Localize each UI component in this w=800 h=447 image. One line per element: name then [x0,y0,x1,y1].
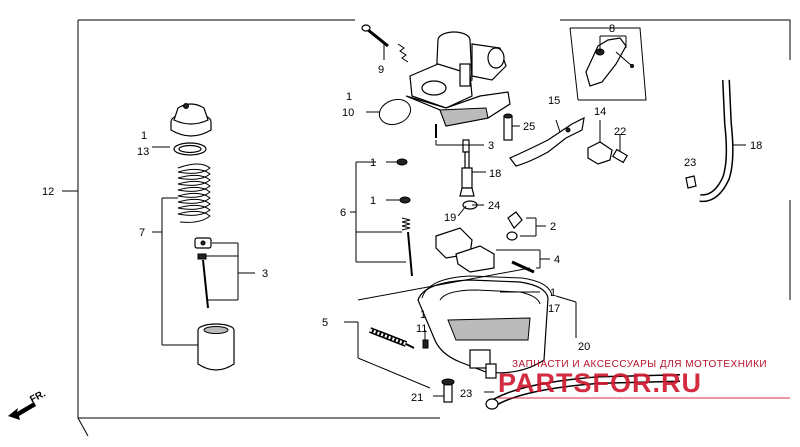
middle-leaders [344,44,577,397]
callout-23-right: 23 [684,157,696,169]
needle-clip [194,237,212,260]
callout-14: 14 [594,106,606,118]
callout-19: 19 [444,212,456,224]
callout-25: 25 [523,121,535,133]
choke-lever [509,116,585,167]
callout-1-oring: 1 [346,91,352,103]
slide-spring [177,163,211,223]
callout-3-mid: 3 [488,140,494,152]
float-pin-block [435,227,535,274]
pilot-screw-set [396,158,413,277]
drain-tube [485,374,681,410]
callout-7: 7 [139,227,145,239]
throttle-slide [197,323,235,371]
callout-12: 12 [42,186,54,198]
callout-1-bowl: 1 [550,287,556,299]
callout-1-b: 1 [370,195,376,207]
callout-9: 9 [378,64,384,76]
air-screw [368,327,429,349]
front-direction-arrow-icon: FR. [8,388,48,420]
callout-17: 17 [548,303,560,315]
needle-jet-holder [503,113,513,141]
direction-label: FR. [28,388,48,405]
callout-6: 6 [340,207,346,219]
callout-8: 8 [609,23,615,35]
callout-3-left: 3 [262,268,268,280]
drain-screw [441,378,455,403]
float-bowl [417,279,549,379]
diagram-frame [77,19,791,437]
callout-13: 13 [137,146,149,158]
screw-22 [611,134,629,164]
callout-4: 4 [554,254,560,266]
throttle-stop-screw [361,24,409,63]
throttle-cap [170,103,212,137]
callout-11: 11 [416,323,427,335]
callout-1-needle: 1 [420,309,426,321]
left-leaders [62,146,255,346]
callout-2: 2 [550,221,556,233]
callout-24: 24 [488,200,500,212]
main-jet-parts [459,139,478,210]
callout-20: 20 [578,341,590,353]
callout-1-a: 1 [370,157,376,169]
callout-5: 5 [322,317,328,329]
jet-needle [202,259,209,309]
callout-21: 21 [411,392,423,404]
vent-tube [699,79,746,203]
inset-box-8 [569,27,647,101]
callout-10: 10 [342,107,354,119]
float-valve [506,211,523,241]
watermark: ЗАПЧАСТИ И АКСЕССУАРЫ ДЛЯ МОТОТЕХНИКИ PA… [498,359,790,399]
bowl-gasket [421,275,553,299]
clip-23 [685,175,697,189]
callout-labels: 1 13 12 7 3 9 1 10 3 1 1 6 18 19 24 25 1… [42,23,762,404]
callout-22: 22 [614,126,626,138]
oring-10 [378,98,412,126]
watermark-logo: PARTSFOR.RU [498,368,702,398]
callout-15: 15 [548,95,560,107]
cap-gasket [173,142,207,156]
watermark-tagline: ЗАПЧАСТИ И АКСЕССУАРЫ ДЛЯ МОТОТЕХНИКИ [512,359,767,370]
carburetor-body [405,31,511,138]
cable-holder [587,120,613,165]
callout-18-mid: 18 [489,168,501,180]
callout-1-cap: 1 [141,130,147,142]
callout-23-bottom: 23 [460,388,472,400]
callout-18-right: 18 [750,140,762,152]
